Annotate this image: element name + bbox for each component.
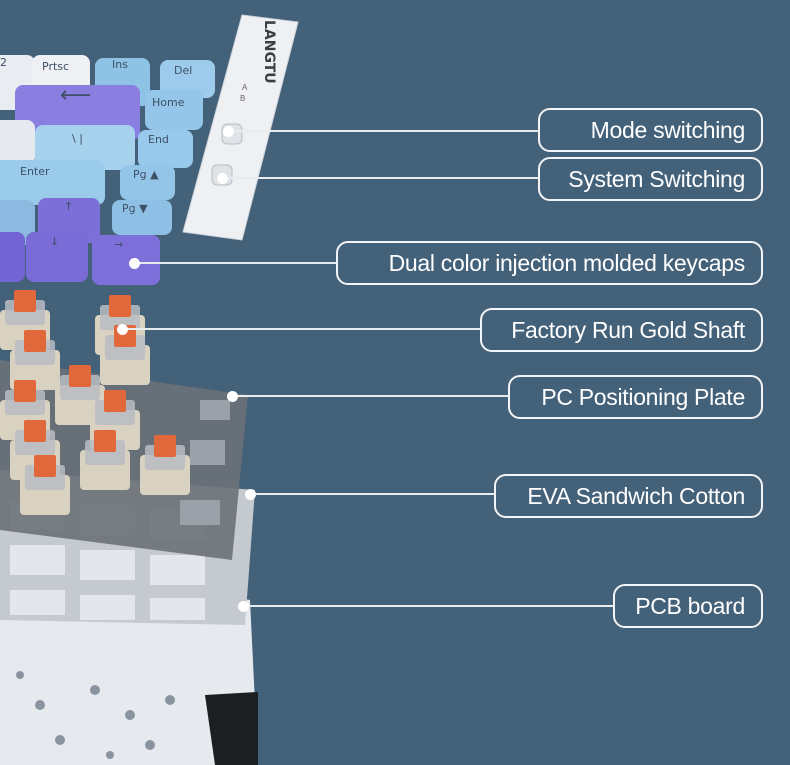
key-prtsc-label: Prtsc	[42, 60, 69, 73]
callout-dot-eva	[245, 489, 256, 500]
mode-a-label: A	[242, 83, 248, 92]
callout-dot-mode	[223, 126, 234, 137]
callout-gold-shaft: Factory Run Gold Shaft	[480, 308, 763, 352]
callout-line-shaft	[122, 328, 480, 330]
callout-line-mode	[228, 130, 538, 132]
brand-logo: LANGTU	[261, 20, 277, 84]
key-enter-label: Enter	[20, 165, 50, 178]
pcb-base-shadow	[205, 692, 258, 765]
callout-line-eva	[250, 493, 494, 495]
switch	[20, 455, 70, 515]
switch	[100, 325, 150, 385]
key-ins-label: Ins	[112, 58, 128, 71]
callout-line-pcb	[243, 605, 613, 607]
mode-b-label: B	[240, 94, 245, 103]
key-pgdn-label: Pg ▼	[122, 202, 148, 215]
callout-line-keycaps	[134, 262, 336, 264]
callout-mode-switching: Mode switching	[538, 108, 763, 152]
key-backspace-label: ⟵	[60, 83, 92, 108]
plate-cutouts	[180, 400, 230, 525]
callout-dot-system	[217, 173, 228, 184]
callout-dot-pcb	[238, 601, 249, 612]
switch	[140, 435, 190, 495]
callout-pc-plate: PC Positioning Plate	[508, 375, 763, 419]
keycaps	[0, 55, 215, 285]
key-backslash-label: \ |	[72, 132, 83, 145]
keycap-legends: 2 Prtsc Ins Del Home End \ | Enter Pg ▲ …	[0, 56, 192, 251]
key-2-label: 2	[0, 56, 7, 69]
key-home-label: Home	[152, 96, 185, 109]
key-up-label: ↑	[64, 200, 73, 213]
key-del-label: Del	[174, 64, 192, 77]
switches	[0, 290, 190, 515]
switch	[80, 430, 130, 490]
callout-dot-keycaps	[129, 258, 140, 269]
callout-pcb-board: PCB board	[613, 584, 763, 628]
callout-line-system	[222, 177, 538, 179]
key-end-label: End	[148, 133, 169, 146]
callout-system-switching: System Switching	[538, 157, 763, 201]
callout-dot-shaft	[117, 324, 128, 335]
callout-eva-cotton: EVA Sandwich Cotton	[494, 474, 763, 518]
key-pgup-label: Pg ▲	[133, 168, 159, 181]
callout-dual-color-keycaps: Dual color injection molded keycaps	[336, 241, 763, 285]
callout-line-plate	[232, 395, 508, 397]
key-down-label: ↓	[50, 235, 59, 248]
key-right-label: →	[114, 238, 123, 251]
callout-dot-plate	[227, 391, 238, 402]
pcb-holes	[16, 671, 175, 759]
